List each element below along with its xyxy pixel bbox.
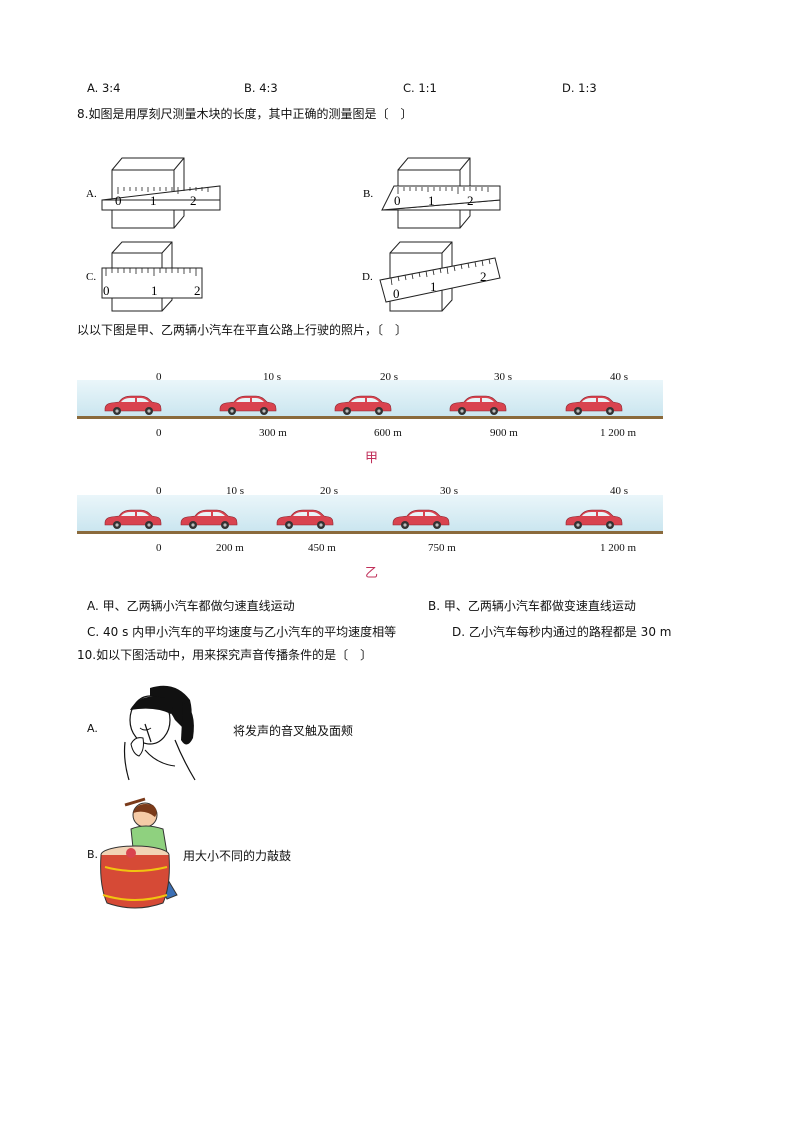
- q7-option-c[interactable]: C. 1:1: [403, 81, 437, 95]
- yi-time-2: 20 s: [320, 485, 339, 497]
- yi-dist-3: 750 m: [428, 542, 456, 554]
- q8-label-a: A.: [86, 188, 97, 200]
- q8-c-tick-2: 2: [194, 283, 201, 298]
- jia-dist-2: 600 m: [374, 427, 402, 439]
- jia-dist-0: 0: [156, 427, 162, 439]
- girl-tuning-fork-illustration: [123, 685, 196, 781]
- q8-b-tick-0: 0: [394, 193, 401, 208]
- q8-label-b: B.: [363, 188, 373, 200]
- q7-option-a[interactable]: A. 3:4: [87, 81, 121, 95]
- q8-b-tick-2: 2: [467, 193, 474, 208]
- yi-dist-0: 0: [156, 542, 162, 554]
- jia-time-3: 30 s: [494, 371, 513, 383]
- q8-d-tick-1: 1: [430, 279, 437, 294]
- road-yi-ground: [77, 531, 663, 534]
- yi-time-3: 30 s: [440, 485, 459, 497]
- jia-time-1: 10 s: [263, 371, 282, 383]
- q8-c-tick-0: 0: [103, 283, 110, 298]
- q9-option-c[interactable]: C. 40 s 内甲小汽车的平均速度与乙小汽车的平均速度相等: [87, 625, 397, 639]
- q8-figure-a: [101, 157, 221, 229]
- jia-caption: 甲: [365, 451, 379, 466]
- road-jia-sky: [77, 380, 663, 418]
- q9-stem: 以以下图是甲、乙两辆小汽车在平直公路上行驶的照片，〔 〕: [77, 323, 408, 337]
- yi-dist-1: 200 m: [216, 542, 244, 554]
- drummer-illustration: [100, 797, 178, 909]
- yi-time-0: 0: [156, 485, 162, 497]
- road-jia-ground: [77, 416, 663, 419]
- jia-time-2: 20 s: [380, 371, 399, 383]
- q8-figure-c: [101, 241, 203, 312]
- q8-a-tick-1: 1: [150, 193, 157, 208]
- q8-figures: A. 0 1 2 B.: [86, 157, 501, 312]
- q8-label-c: C.: [86, 271, 96, 283]
- q9-option-a[interactable]: A. 甲、乙两辆小汽车都做匀速直线运动: [87, 599, 295, 613]
- q8-stem: 8.如图是用厚刻尺测量木块的长度，其中正确的测量图是〔 〕: [77, 107, 413, 121]
- jia-time-4: 40 s: [610, 371, 629, 383]
- q8-d-tick-2: 2: [480, 269, 487, 284]
- q10-label-a[interactable]: A.: [87, 722, 98, 735]
- jia-dist-1: 300 m: [259, 427, 287, 439]
- q8-b-tick-1: 1: [428, 193, 435, 208]
- yi-time-1: 10 s: [226, 485, 245, 497]
- road-yi-sky: [77, 495, 663, 533]
- q7-option-b[interactable]: B. 4:3: [244, 81, 278, 95]
- q10-text-a: 将发声的音叉触及面颊: [233, 724, 354, 738]
- q8-a-tick-2: 2: [190, 193, 197, 208]
- q10-label-b[interactable]: B.: [87, 848, 99, 861]
- jia-time-0: 0: [156, 371, 162, 383]
- q8-label-d: D.: [362, 271, 373, 283]
- q8-figure-d: [379, 241, 501, 312]
- q8-d-tick-0: 0: [393, 286, 400, 301]
- jia-dist-4: 1 200 m: [600, 427, 637, 439]
- q8-c-tick-1: 1: [151, 283, 158, 298]
- q9-option-b[interactable]: B. 甲、乙两辆小汽车都做变速直线运动: [428, 599, 636, 613]
- jia-dist-3: 900 m: [490, 427, 518, 439]
- yi-dist-4: 1 200 m: [600, 542, 637, 554]
- yi-time-4: 40 s: [610, 485, 629, 497]
- q10-text-b: 用大小不同的力敲鼓: [183, 849, 292, 863]
- q10-stem: 10.如以下图活动中，用来探究声音传播条件的是〔 〕: [77, 648, 373, 662]
- q9-option-d[interactable]: D. 乙小汽车每秒内通过的路程都是 30 m: [452, 625, 672, 639]
- q8-a-tick-0: 0: [115, 193, 122, 208]
- q8-figure-b: [381, 157, 501, 229]
- q7-option-d[interactable]: D. 1:3: [562, 81, 597, 95]
- yi-dist-2: 450 m: [308, 542, 336, 554]
- yi-caption: 乙: [365, 566, 379, 581]
